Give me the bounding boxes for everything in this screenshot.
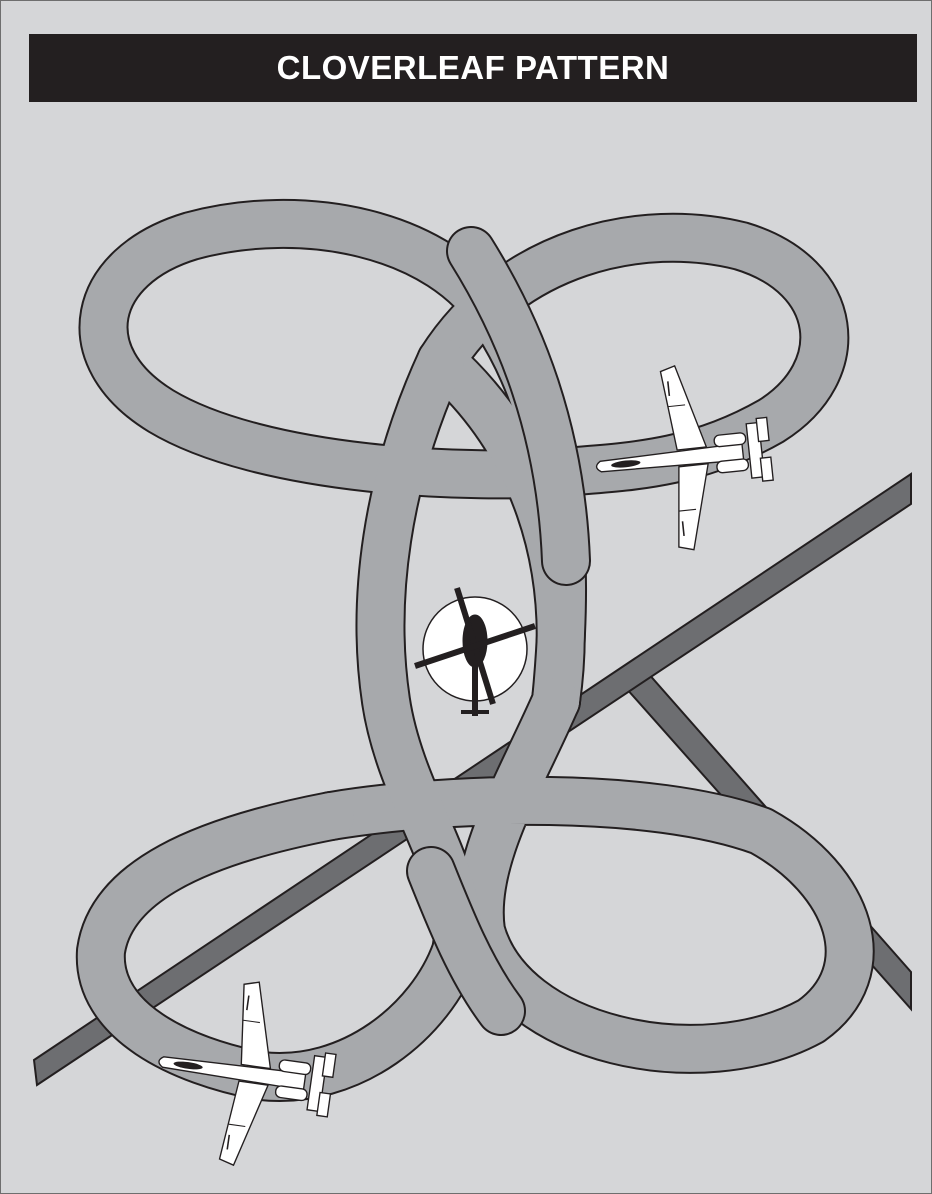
helicopter-on-pad (415, 588, 535, 716)
page-title: CLOVERLEAF PATTERN (29, 34, 917, 102)
